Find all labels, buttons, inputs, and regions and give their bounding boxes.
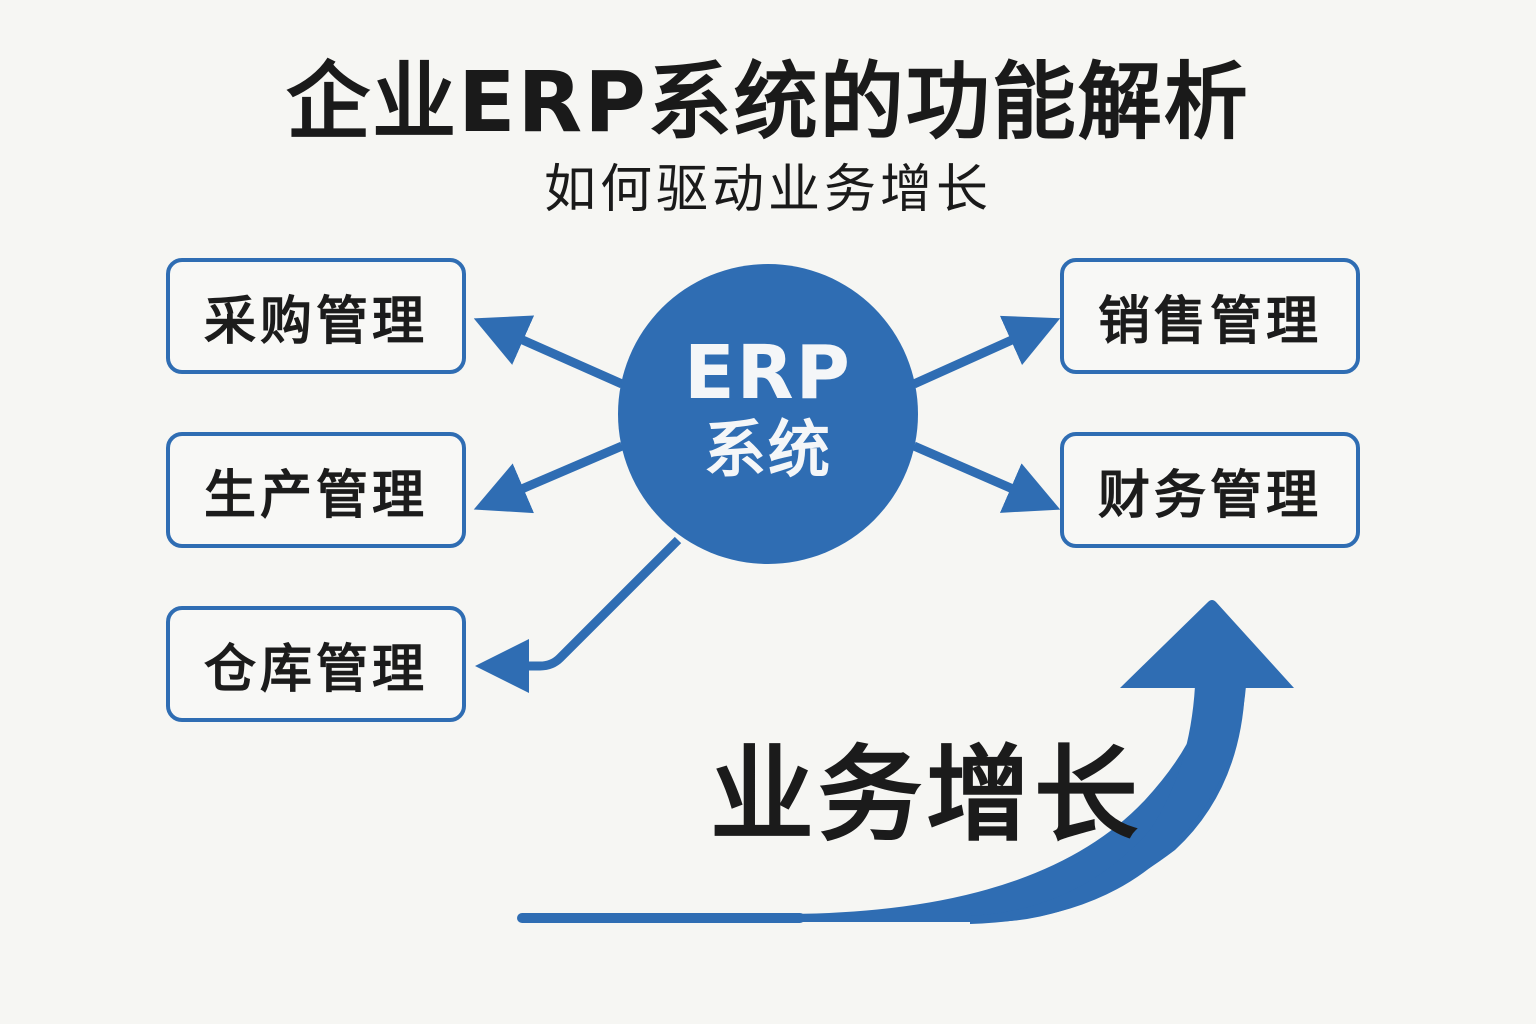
module-label: 采购管理 <box>203 291 428 352</box>
module-label: 财务管理 <box>1097 465 1322 526</box>
module-label: 生产管理 <box>203 465 428 526</box>
arrow-to-sales <box>912 315 1061 389</box>
module-label: 销售管理 <box>1097 291 1322 352</box>
hub-title: ERP <box>684 330 852 416</box>
module-warehouse: 仓库管理 <box>166 606 466 722</box>
arrow-to-procurement <box>473 315 624 389</box>
arrow-to-finance <box>912 441 1061 513</box>
page-title: 企业ERP系统的功能解析 <box>286 53 1250 151</box>
module-label: 仓库管理 <box>203 639 428 700</box>
arrow-to-production <box>473 441 624 514</box>
module-sales: 销售管理 <box>1060 258 1360 374</box>
growth-label: 业务增长 <box>710 734 1143 856</box>
page-subtitle: 如何驱动业务增长 <box>543 160 992 220</box>
module-production: 生产管理 <box>166 432 466 548</box>
erp-hub: ERP 系统 <box>618 264 918 564</box>
hub-subtitle: 系统 <box>703 413 832 486</box>
growth-arrow-icon <box>517 600 1294 924</box>
arrow-to-warehouse <box>475 536 682 693</box>
module-finance: 财务管理 <box>1060 432 1360 548</box>
module-procurement: 采购管理 <box>166 258 466 374</box>
